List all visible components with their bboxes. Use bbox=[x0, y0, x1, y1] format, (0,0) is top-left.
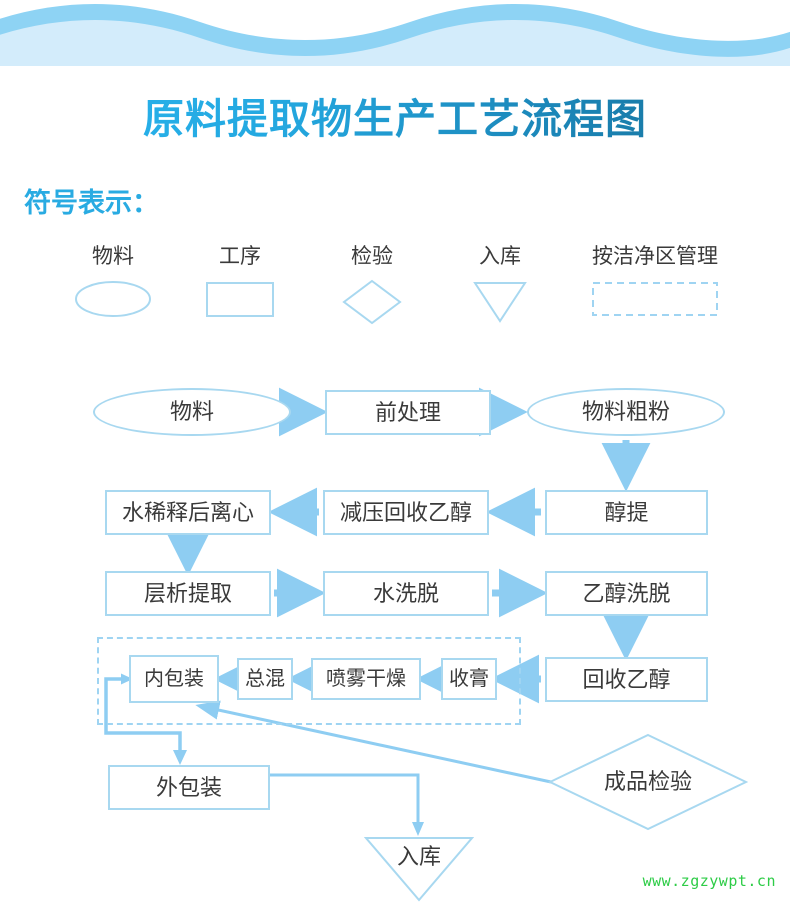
node-label: 回收乙醇 bbox=[582, 666, 671, 692]
node-label: 收膏 bbox=[449, 668, 489, 690]
legend-shape-dashed-rectangle bbox=[563, 279, 747, 325]
node-blending[interactable]: 总混 bbox=[237, 658, 293, 700]
legend-item-inspection: 检验 bbox=[324, 244, 420, 325]
node-label: 减压回收乙醇 bbox=[339, 499, 472, 525]
node-alcohol-extraction[interactable]: 醇提 bbox=[545, 490, 708, 535]
arrowhead-into-warehousing bbox=[412, 822, 424, 836]
legend-label-clean-area: 按洁净区管理 bbox=[592, 245, 718, 268]
legend-shape-ellipse bbox=[63, 279, 163, 325]
node-water-elution[interactable]: 水洗脱 bbox=[323, 571, 489, 616]
node-warehousing[interactable]: 入库 bbox=[364, 836, 474, 902]
site-watermark: www.zgzywpt.cn bbox=[642, 872, 776, 890]
node-label: 前处理 bbox=[374, 399, 441, 425]
edge-inner-packaging-to-outer-packaging bbox=[104, 677, 182, 757]
node-extract-collection[interactable]: 收膏 bbox=[441, 658, 497, 700]
legend-heading: 符号表示： bbox=[24, 188, 159, 218]
node-material[interactable]: 物料 bbox=[93, 388, 291, 436]
legend-label-process: 工序 bbox=[219, 245, 261, 268]
legend-label-warehousing: 入库 bbox=[479, 245, 521, 268]
node-label: 物料 bbox=[169, 399, 214, 424]
node-label: 入库 bbox=[396, 844, 441, 869]
node-label: 内包装 bbox=[144, 668, 204, 690]
page-title: 原料提取物生产工艺流程图 bbox=[0, 94, 790, 144]
node-label: 水稀释后离心 bbox=[121, 499, 254, 525]
node-ethanol-elution[interactable]: 乙醇洗脱 bbox=[545, 571, 708, 616]
node-label: 外包装 bbox=[155, 774, 222, 800]
node-label: 成品检验 bbox=[603, 769, 692, 794]
legend-shape-rectangle bbox=[192, 279, 288, 325]
node-vacuum-ethanol-recovery[interactable]: 减压回收乙醇 bbox=[323, 490, 489, 535]
arrowhead-into-outer-packaging bbox=[173, 750, 187, 765]
edge-outer-packaging-to-warehousing bbox=[270, 773, 420, 828]
node-coarse-powder[interactable]: 物料粗粉 bbox=[527, 388, 725, 436]
clean-area-boundary bbox=[97, 637, 521, 725]
legend-item-material: 物料 bbox=[63, 244, 163, 325]
node-water-dilution-centrifugation[interactable]: 水稀释后离心 bbox=[105, 490, 271, 535]
node-chromatographic-extraction[interactable]: 层析提取 bbox=[105, 571, 271, 616]
node-outer-packaging[interactable]: 外包装 bbox=[108, 765, 270, 810]
node-ethanol-recycle[interactable]: 回收乙醇 bbox=[545, 657, 708, 702]
node-pretreatment[interactable]: 前处理 bbox=[325, 390, 491, 435]
legend-item-process: 工序 bbox=[192, 244, 288, 325]
legend-shape-triangle-down bbox=[452, 279, 548, 325]
node-label: 总混 bbox=[245, 668, 285, 690]
edge-final-inspection-to-inner-packaging bbox=[195, 700, 552, 784]
header-wave-decoration bbox=[0, 0, 790, 66]
node-label: 乙醇洗脱 bbox=[582, 580, 671, 606]
node-label: 层析提取 bbox=[143, 580, 232, 606]
triangle-outline bbox=[364, 837, 474, 902]
node-label: 醇提 bbox=[604, 499, 649, 525]
legend-shape-diamond bbox=[324, 279, 420, 325]
legend-item-warehousing: 入库 bbox=[452, 244, 548, 325]
legend-item-clean-area: 按洁净区管理 bbox=[563, 244, 747, 325]
legend-label-inspection: 检验 bbox=[351, 245, 393, 268]
arrowhead-into-inner-packaging bbox=[121, 673, 133, 685]
node-spray-drying[interactable]: 喷雾干燥 bbox=[311, 658, 421, 700]
wave-band-dark bbox=[0, 4, 790, 57]
node-inner-packaging[interactable]: 内包装 bbox=[129, 655, 219, 703]
node-label: 水洗脱 bbox=[372, 580, 439, 606]
legend-label-material: 物料 bbox=[92, 245, 134, 268]
node-final-inspection[interactable]: 成品检验 bbox=[548, 733, 748, 831]
node-label: 喷雾干燥 bbox=[326, 668, 406, 690]
diamond-outline bbox=[548, 733, 748, 831]
node-label: 物料粗粉 bbox=[581, 399, 670, 424]
